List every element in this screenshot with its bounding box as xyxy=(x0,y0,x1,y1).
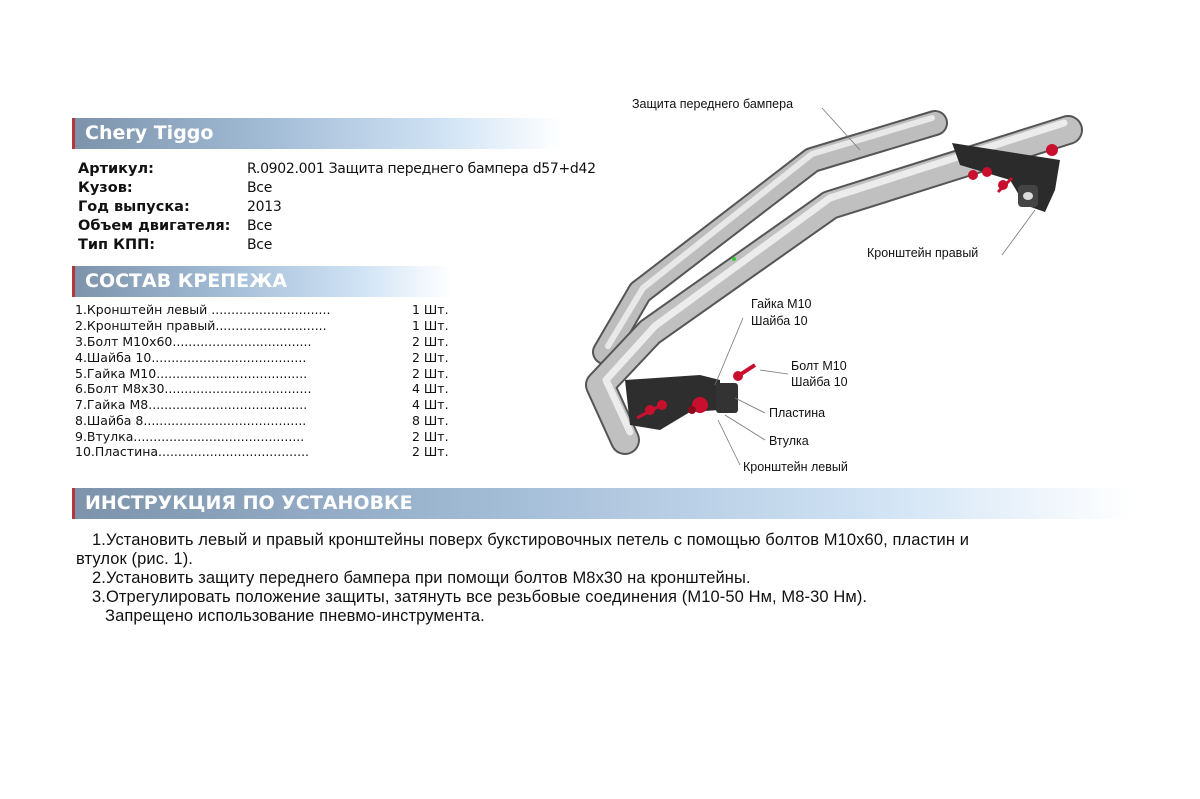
item-qty: 1 Шт. xyxy=(412,318,449,333)
instructions-title: ИНСТРУКЦИЯ ПО УСТАНОВКЕ xyxy=(85,492,413,514)
right-bracket xyxy=(952,143,1060,212)
item-qty: 2 Шт. xyxy=(412,350,449,365)
spec-key: Тип КПП: xyxy=(78,237,156,253)
item-name: 9.Втулка................................… xyxy=(75,429,305,444)
item-qty: 4 Шт. xyxy=(412,381,449,396)
instruction-line: 3.Отрегулировать положение защиты, затян… xyxy=(92,588,868,606)
item-name: 1.Кронштейн левый ......................… xyxy=(75,302,331,317)
item-name: 6.Болт М8х30............................… xyxy=(75,381,312,396)
spec-key: Объем двигателя: xyxy=(78,218,231,234)
list-item: 9.Втулка................................… xyxy=(75,429,455,445)
spec-value: Все xyxy=(247,180,273,196)
item-qty: 2 Шт. xyxy=(412,444,449,459)
list-item: 7.Гайка М8..............................… xyxy=(75,397,455,413)
list-item: 8.Шайба 8...............................… xyxy=(75,413,455,429)
item-qty: 2 Шт. xyxy=(412,366,449,381)
label-bolt: Болт М10 xyxy=(791,359,847,373)
instruction-line: 2.Установить защиту переднего бампера пр… xyxy=(92,569,751,587)
list-item: 10.Пластина.............................… xyxy=(75,444,455,460)
item-name: 4.Шайба 10..............................… xyxy=(75,350,307,365)
spec-key: Артикул: xyxy=(78,161,154,177)
list-item: 6.Болт М8х30............................… xyxy=(75,381,455,397)
left-bracket xyxy=(625,363,757,430)
list-item: 5.Гайка М10.............................… xyxy=(75,366,455,382)
bumper-tube-lower xyxy=(585,115,1083,455)
product-title-band: Chery Tiggo xyxy=(72,118,562,149)
item-qty: 1 Шт. xyxy=(412,302,449,317)
label-washer-bolt: Шайба 10 xyxy=(791,375,848,389)
instruction-line: Запрещено использование пневмо-инструмен… xyxy=(105,607,485,625)
label-washer-top: Шайба 10 xyxy=(751,314,808,328)
list-item: 3.Болт М10х60...........................… xyxy=(75,334,455,350)
item-name: 10.Пластина.............................… xyxy=(75,444,310,459)
item-qty: 8 Шт. xyxy=(412,413,449,428)
item-qty: 4 Шт. xyxy=(412,397,449,412)
spec-value: Все xyxy=(247,218,273,234)
spec-key: Кузов: xyxy=(78,180,133,196)
spec-value: Все xyxy=(247,237,273,253)
leader-lines xyxy=(714,107,1036,466)
fasteners-band: СОСТАВ КРЕПЕЖА xyxy=(72,266,452,297)
list-item: 2.Кронштейн правый......................… xyxy=(75,318,455,334)
marker-dot xyxy=(732,257,736,261)
item-name: 3.Болт М10х60...........................… xyxy=(75,334,312,349)
item-name: 5.Гайка М10.............................… xyxy=(75,366,308,381)
label-right-bracket: Кронштейн правый xyxy=(867,246,979,260)
label-left-bracket: Кронштейн левый xyxy=(743,460,848,474)
item-name: 8.Шайба 8...............................… xyxy=(75,413,307,428)
label-nut: Гайка М10 xyxy=(751,297,812,311)
spec-key: Год выпуска: xyxy=(78,199,190,215)
item-name: 2.Кронштейн правый......................… xyxy=(75,318,327,333)
fasteners-title: СОСТАВ КРЕПЕЖА xyxy=(85,270,288,292)
instruction-line: 1.Установить левый и правый кронштейны п… xyxy=(92,531,970,549)
instruction-line: втулок (рис. 1). xyxy=(76,550,193,568)
label-plate: Пластина xyxy=(769,406,826,420)
bumper-tube-upper xyxy=(592,110,948,365)
instructions-band: ИНСТРУКЦИЯ ПО УСТАНОВКЕ xyxy=(72,488,1132,519)
spec-value: R.0902.001 Защита переднего бампера d57+… xyxy=(247,161,596,177)
label-bumper: Защита переднего бампера xyxy=(632,97,794,111)
spec-value: 2013 xyxy=(247,199,282,215)
item-name: 7.Гайка М8..............................… xyxy=(75,397,308,412)
item-qty: 2 Шт. xyxy=(412,429,449,444)
list-item: 4.Шайба 10..............................… xyxy=(75,350,455,366)
item-qty: 2 Шт. xyxy=(412,334,449,349)
label-bushing: Втулка xyxy=(769,434,809,448)
list-item: 1.Кронштейн левый ......................… xyxy=(75,302,455,318)
product-title: Chery Tiggo xyxy=(85,122,214,144)
